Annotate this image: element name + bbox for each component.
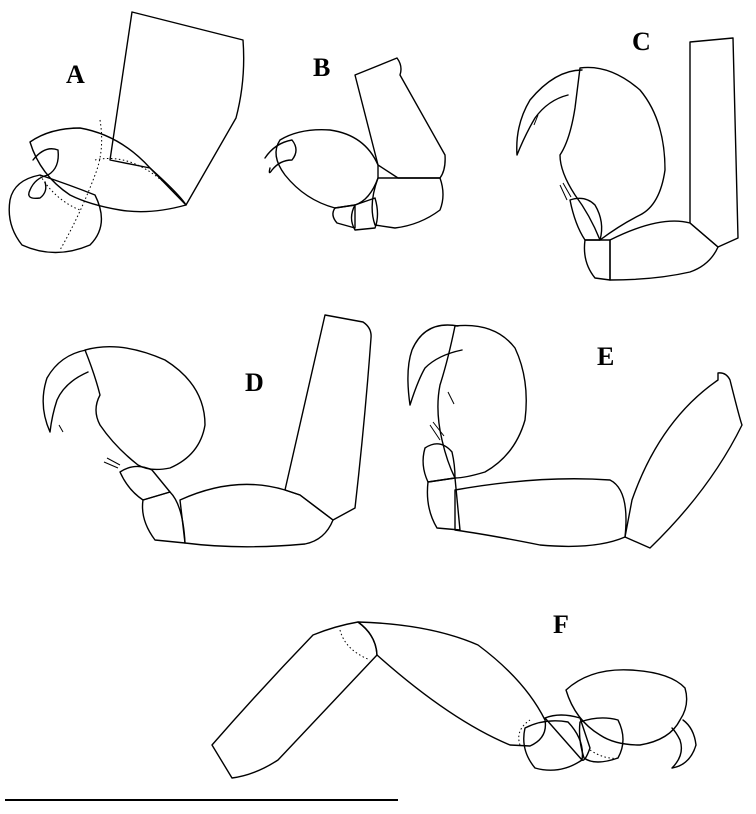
panel-c-carpus	[569, 197, 603, 241]
panel-label-f: F	[553, 610, 569, 639]
panel-b-ischium	[332, 204, 356, 229]
panel-b-basis	[371, 177, 444, 229]
panel-label-a: A	[66, 60, 85, 89]
panel-f-carpus-2	[578, 717, 624, 763]
panel-a-carpus	[8, 174, 103, 254]
panel-e-carpus	[422, 443, 456, 483]
panel-d-setae	[58, 424, 121, 469]
panel-b-dactylus	[264, 139, 297, 174]
panel-c-merus	[689, 37, 739, 248]
panel-f-propodus	[565, 669, 688, 746]
panel-c-propodus	[559, 66, 666, 241]
panel-b-propodus	[275, 129, 379, 209]
panel-a-hidden-edges	[39, 119, 187, 251]
panel-a-merus	[109, 11, 245, 206]
panel-d-drawing	[42, 314, 372, 548]
panel-d-basis	[179, 483, 334, 548]
panel-e-propodus	[437, 324, 527, 479]
panel-b-drawing	[264, 57, 446, 231]
panel-b-merus	[354, 57, 446, 179]
panel-label-c: C	[632, 27, 651, 56]
panel-d-propodus	[84, 346, 206, 471]
panel-a-drawing	[8, 11, 245, 254]
panel-c-dactylus	[516, 69, 583, 156]
panel-c-basis	[609, 220, 719, 281]
panel-f-carpus	[544, 714, 591, 761]
panel-f-dactylus	[671, 719, 697, 769]
panel-b-carpus	[350, 197, 379, 231]
panel-a-propodus	[29, 127, 187, 213]
panel-e-merus	[624, 372, 743, 549]
panel-e-ischium	[426, 477, 461, 531]
panel-a-dactylus	[28, 148, 59, 200]
panel-e-drawing	[407, 324, 743, 549]
panel-label-b: B	[313, 53, 330, 82]
panel-d-carpus	[119, 465, 171, 501]
panel-f-basis	[357, 621, 547, 747]
panel-d-merus	[284, 314, 372, 521]
panel-c-drawing	[516, 37, 739, 281]
panel-label-d: D	[245, 368, 264, 397]
panel-d-ischium	[141, 491, 186, 544]
panel-d-dactylus	[42, 349, 89, 433]
panel-e-dactylus	[407, 324, 463, 406]
panel-e-basis	[454, 478, 627, 548]
panel-f-drawing	[211, 621, 697, 779]
panel-label-e: E	[597, 342, 614, 371]
panel-c-setae	[533, 114, 572, 201]
panel-f-hidden-edges	[339, 629, 621, 759]
panel-c-ischium	[583, 239, 611, 281]
panel-f-merus	[211, 621, 378, 779]
panel-e-setae	[429, 391, 455, 441]
